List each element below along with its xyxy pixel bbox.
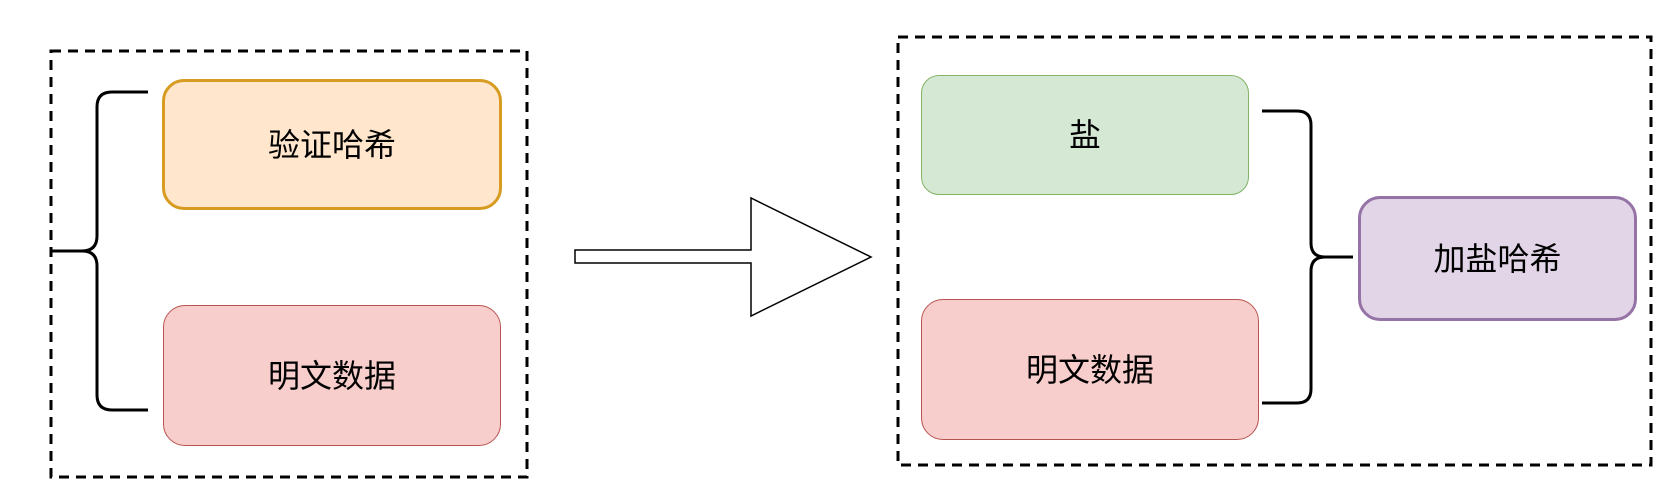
plaintext-box-left: 明文数据 <box>163 305 501 446</box>
salt-box: 盐 <box>921 75 1249 195</box>
plaintext-label-left: 明文数据 <box>267 356 396 395</box>
right-group-frame <box>896 35 1653 467</box>
right-curly-brace <box>1262 109 1353 405</box>
plaintext-box-right: 明文数据 <box>921 299 1259 440</box>
verify-hash-label: 验证哈希 <box>267 125 396 164</box>
right-arrow-icon <box>574 196 873 318</box>
plaintext-label-right: 明文数据 <box>1025 350 1154 389</box>
verify-hash-box: 验证哈希 <box>162 79 502 210</box>
left-group-frame <box>49 49 529 479</box>
salt-label: 盐 <box>1068 116 1101 154</box>
salted-hash-label: 加盐哈希 <box>1433 239 1562 278</box>
left-curly-brace <box>52 90 148 412</box>
salted-hash-box: 加盐哈希 <box>1358 196 1637 321</box>
